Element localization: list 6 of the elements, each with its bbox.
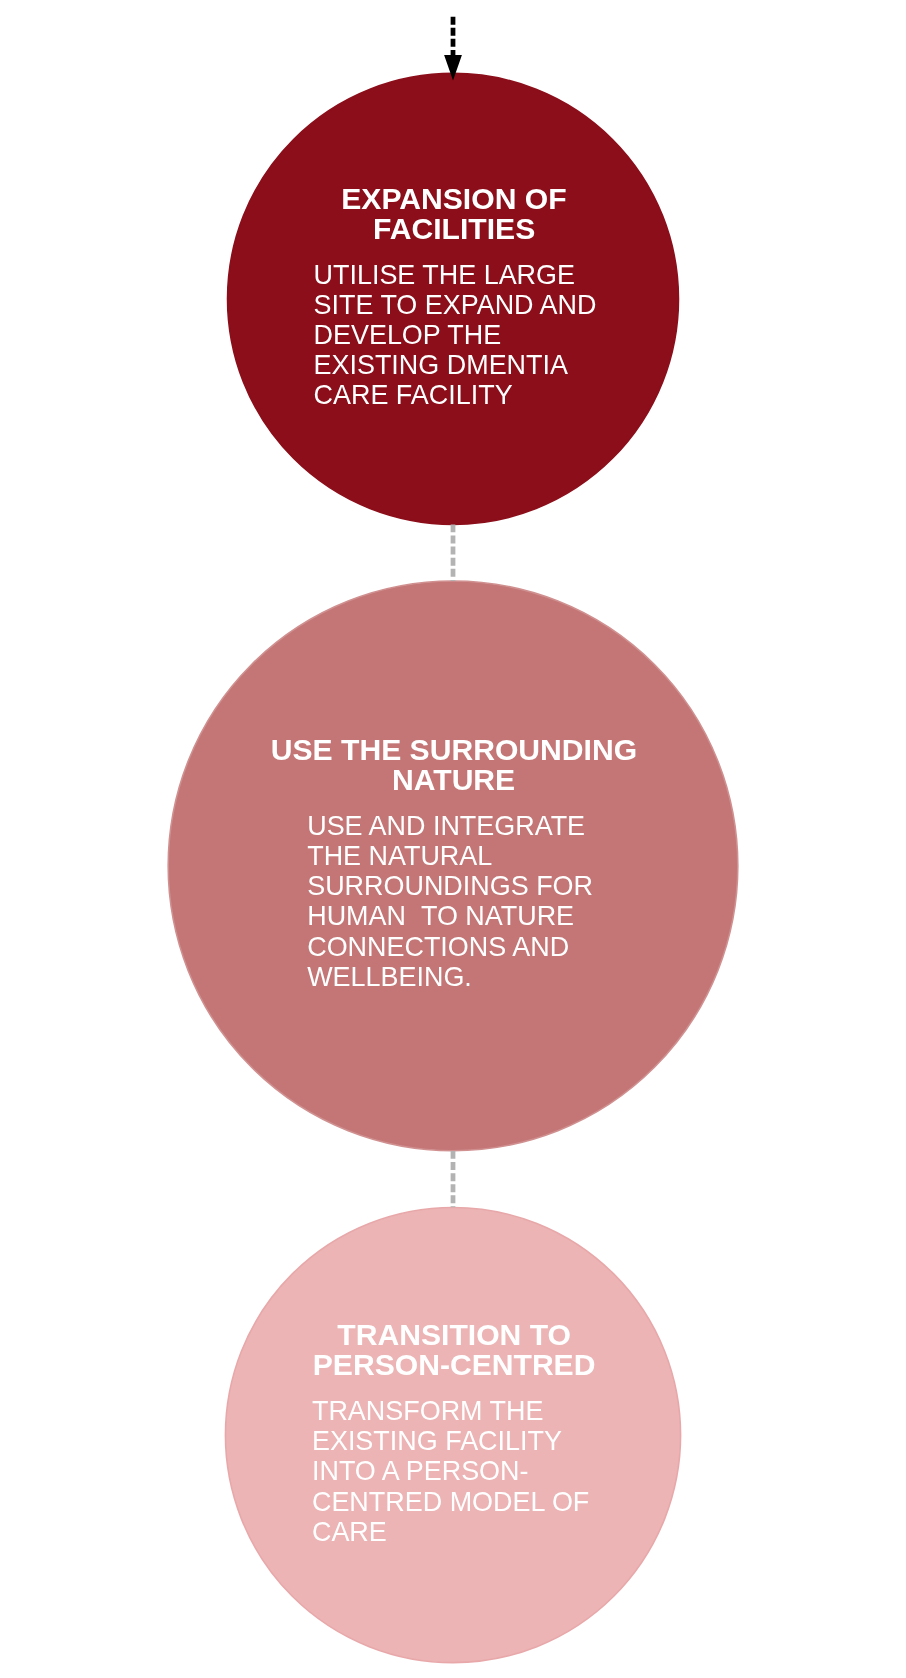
arrow <box>444 16 462 81</box>
connector <box>450 524 456 581</box>
connector <box>450 1150 456 1208</box>
node-circle: USE THE SURROUNDING NATURE USE AND INTEGRATE THE NATURAL SURROUNDINGS FOR HUMAN TO NATURE CONNECTIONS AND WELLBEING. <box>167 580 739 1152</box>
node-circle: TRANSITION TO PERSON-CENTRED TRANSFORM THE EXISTING FACILITY INTO A PERSON-CENTRED MODEL OF CARE <box>224 1206 682 1664</box>
node-circle: EXPANSION OF FACILITIES UTILISE THE LARGE SITE TO EXPAND AND DEVELOP THE EXISTING DMENTIA CARE FACILITY <box>226 72 680 526</box>
